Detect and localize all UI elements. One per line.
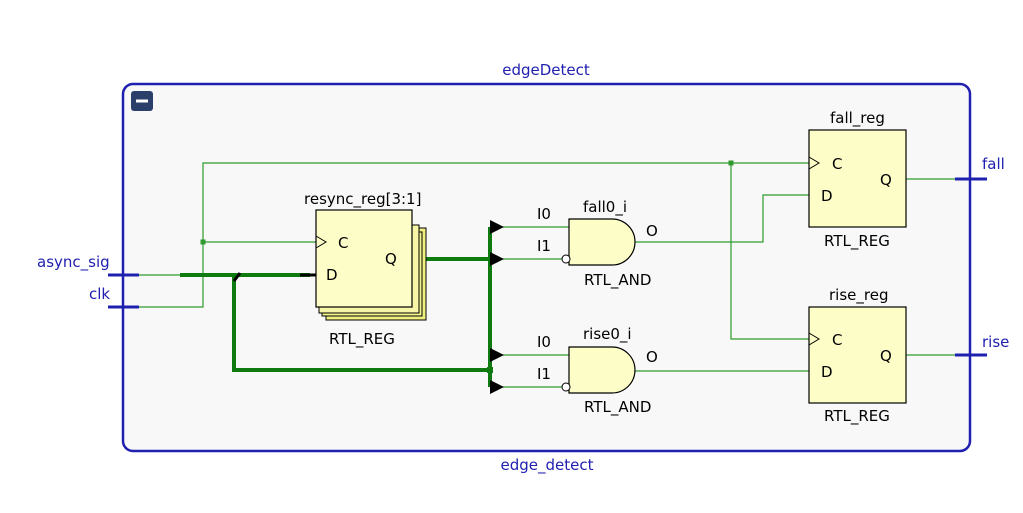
net-clk[interactable]: [139, 162, 816, 308]
port-label-fall: fall: [982, 155, 1005, 173]
cell-name-resync: resync_reg[3:1]: [304, 190, 421, 209]
collapse-button[interactable]: [131, 91, 153, 111]
cell-resync-reg[interactable]: resync_reg[3:1] C D Q RTL_REG: [304, 190, 427, 349]
module-instance-name: edgeDetect: [502, 61, 590, 79]
cell-name-fall-reg: fall_reg: [830, 109, 885, 128]
cell-type-rise0: RTL_AND: [584, 398, 651, 417]
port-label-rise: rise: [982, 333, 1009, 351]
pin-resync-c: C: [338, 234, 348, 252]
wires: [139, 160, 955, 388]
pin-rise0-i1: I1: [537, 365, 551, 383]
pin-fall-reg-d: D: [821, 187, 833, 205]
pin-rise-reg-d: D: [821, 363, 833, 381]
pin-rise0-o: O: [646, 348, 658, 366]
cell-type-rise-reg: RTL_REG: [824, 407, 890, 426]
pin-rise-reg-c: C: [832, 331, 842, 349]
pin-rise0-i0: I0: [537, 333, 551, 351]
cell-fall0-and[interactable]: fall0_i I0 I1 O RTL_AND: [537, 198, 658, 290]
port-label-clk: clk: [89, 285, 110, 303]
cell-type-fall-reg: RTL_REG: [824, 232, 890, 251]
pin-fall0-i0: I0: [537, 205, 551, 223]
net-clk-rise-reg[interactable]: [730, 163, 816, 340]
pin-fall-reg-q: Q: [880, 171, 892, 189]
cell-type-fall0: RTL_AND: [584, 271, 651, 290]
port-label-async-sig: async_sig: [37, 253, 110, 272]
minus-icon: [136, 99, 148, 103]
cell-fall-reg[interactable]: fall_reg C D Q RTL_REG: [808, 109, 907, 251]
pin-fall-reg-c: C: [832, 155, 842, 173]
cell-type-resync: RTL_REG: [329, 330, 395, 349]
module-type-name: edge_detect: [501, 456, 594, 475]
cell-name-rise0: rise0_i: [583, 325, 632, 344]
module-box[interactable]: [121, 82, 972, 453]
pin-rise-reg-q: Q: [880, 347, 892, 365]
buses: [180, 220, 504, 394]
pin-fall0-o: O: [646, 222, 658, 240]
bus-feedback[interactable]: [232, 275, 490, 372]
cell-name-fall0: fall0_i: [583, 198, 627, 217]
pin-fall0-i1: I1: [537, 237, 551, 255]
cell-rise-reg[interactable]: rise_reg C D Q RTL_REG: [808, 286, 907, 426]
pin-resync-q: Q: [385, 250, 397, 268]
cell-name-rise-reg: rise_reg: [829, 286, 888, 305]
pin-resync-d: D: [326, 266, 338, 284]
cell-rise0-and[interactable]: rise0_i I0 I1 O RTL_AND: [537, 325, 658, 417]
net-fall0[interactable]: [635, 194, 816, 243]
